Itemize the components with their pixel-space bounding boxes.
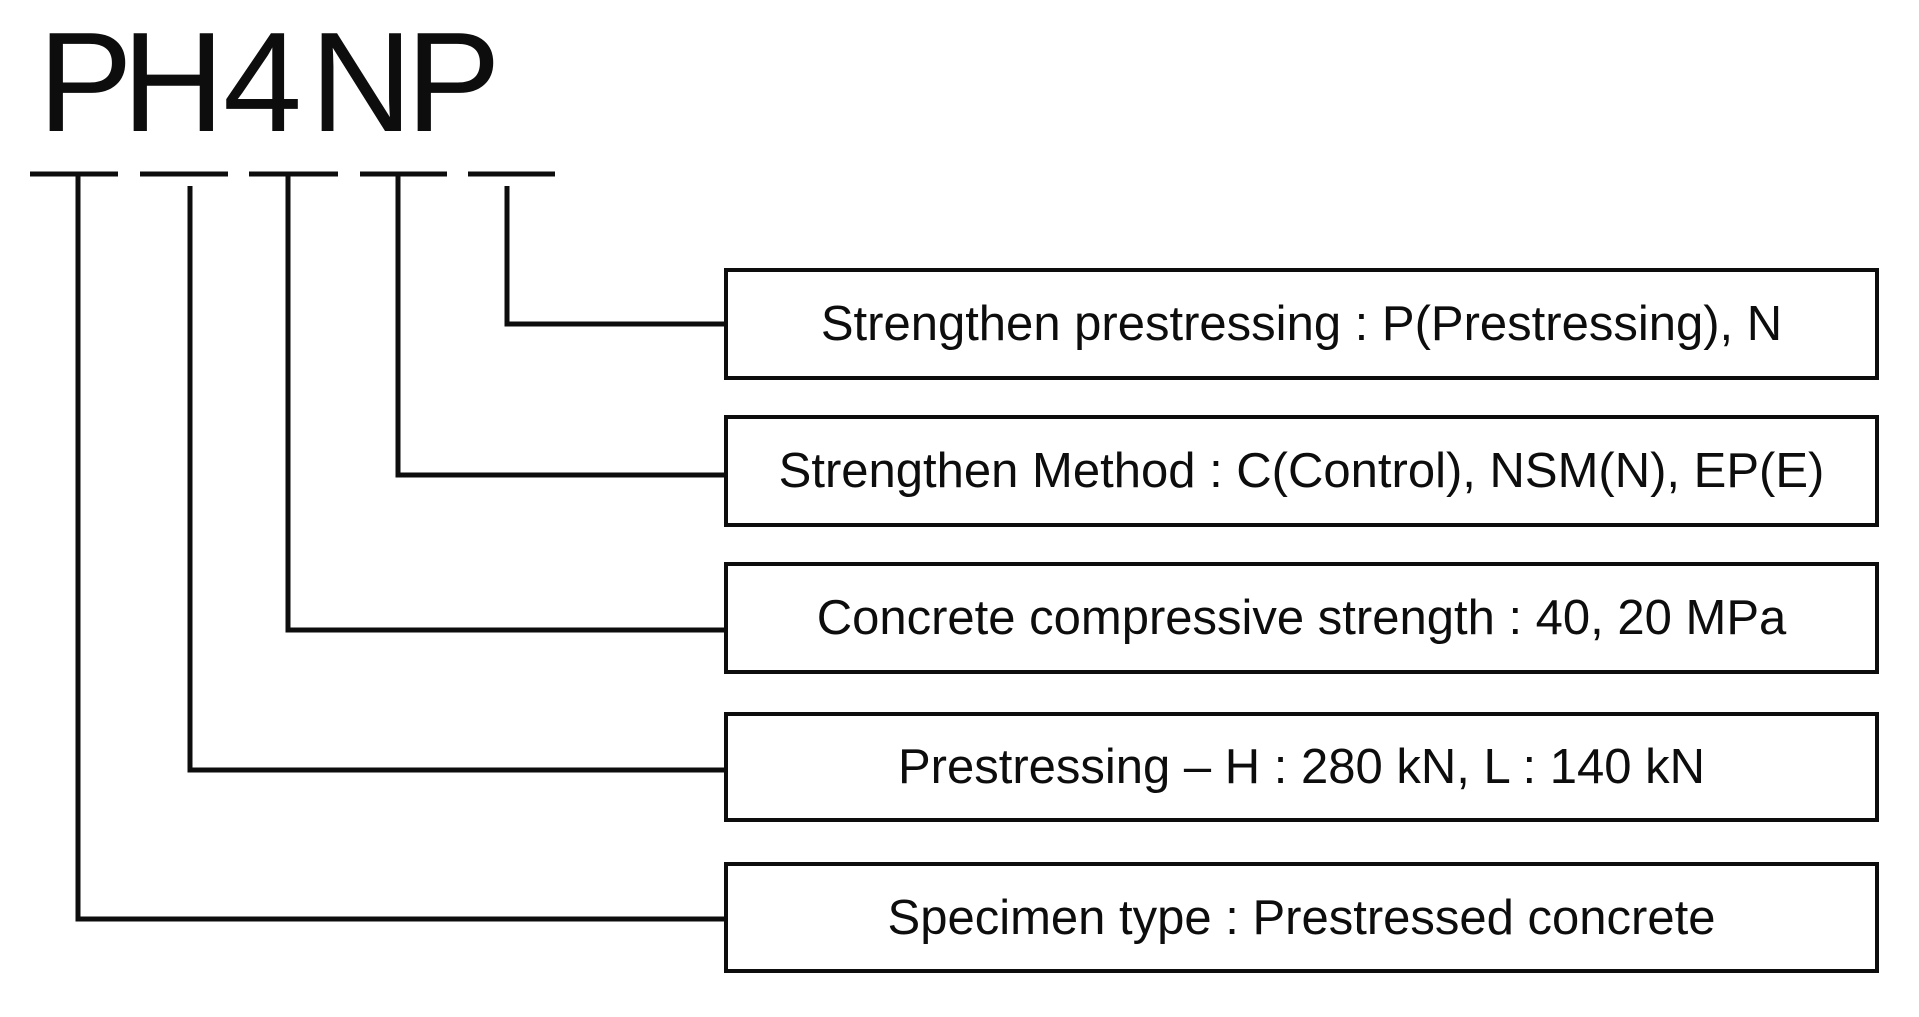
leader-line-specimen-type [75,176,724,922]
leader-line-concrete-compressive-strength [285,176,724,633]
legend-label-strengthen-method: Strengthen Method : C(Control), NSM(N), … [778,444,1825,498]
legend-label-prestressing-level: Prestressing – H : 280 kN, L : 140 kN [897,740,1706,794]
legend-box-strengthen-method: Strengthen Method : C(Control), NSM(N), … [724,415,1879,527]
legend-label-strengthen-prestressing: Strengthen prestressing : P(Prestressing… [820,297,1783,351]
legend-box-specimen-type: Specimen type : Prestressed concrete [724,862,1879,973]
legend-box-strengthen-prestressing: Strengthen prestressing : P(Prestressing… [724,268,1879,380]
legend-label-specimen-type: Specimen type : Prestressed concrete [887,890,1716,945]
code-char-0: P [38,3,133,162]
legend-box-concrete-compressive-strength: Concrete compressive strength : 40, 20 M… [724,562,1879,674]
code-char-1: H [122,3,225,162]
code-char-2: 4 [223,3,302,162]
code-char-3: N [310,3,413,162]
leader-line-prestressing-level [187,186,724,773]
code-char-4: P [406,3,501,162]
legend-box-prestressing-level: Prestressing – H : 280 kN, L : 140 kN [724,712,1879,822]
legend-label-concrete-compressive-strength: Concrete compressive strength : 40, 20 M… [816,591,1787,645]
leader-line-strengthen-method [395,176,724,478]
leader-line-strengthen-prestressing [504,186,724,327]
